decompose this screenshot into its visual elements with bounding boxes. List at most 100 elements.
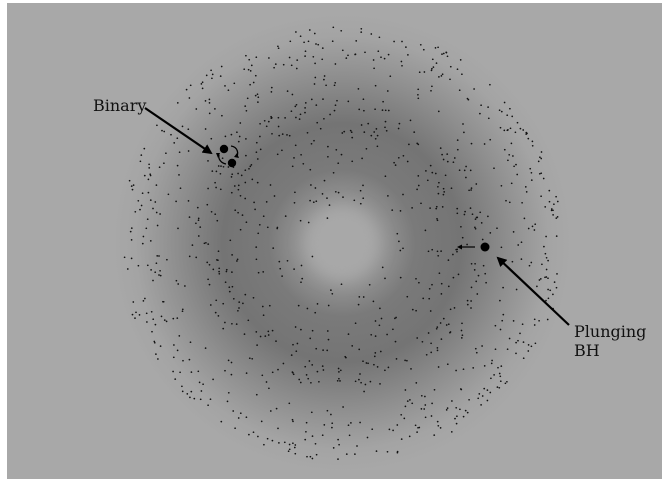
star-particle	[159, 345, 162, 347]
star-particle	[384, 369, 386, 372]
star-particle	[286, 134, 288, 136]
star-particle	[433, 434, 436, 436]
star-particle	[334, 104, 337, 107]
star-particle	[402, 193, 404, 196]
star-particle	[446, 55, 449, 58]
star-particle	[351, 160, 354, 163]
star-particle	[520, 241, 523, 244]
star-particle	[276, 153, 279, 156]
star-particle	[257, 96, 260, 99]
star-particle	[377, 50, 380, 53]
star-particle	[294, 326, 297, 328]
star-particle	[311, 255, 314, 258]
star-particle	[395, 316, 397, 319]
star-particle	[225, 270, 228, 273]
star-particle	[298, 118, 301, 120]
star-particle	[484, 272, 487, 275]
star-particle	[176, 137, 179, 140]
star-particle	[268, 57, 270, 59]
star-particle	[303, 41, 305, 44]
star-particle	[209, 304, 212, 306]
star-particle	[475, 183, 478, 185]
star-particle	[219, 75, 222, 77]
star-particle	[455, 406, 458, 409]
star-particle	[248, 167, 250, 170]
star-particle	[255, 246, 258, 248]
star-particle	[455, 248, 458, 251]
star-particle	[489, 391, 492, 394]
star-particle	[299, 381, 302, 384]
star-particle	[142, 235, 145, 238]
star-particle	[227, 89, 230, 92]
star-particle	[173, 344, 175, 346]
star-particle	[334, 63, 337, 65]
star-particle	[444, 174, 447, 177]
star-particle	[403, 417, 406, 420]
star-particle	[310, 381, 312, 384]
star-particle	[458, 169, 461, 172]
star-particle	[306, 131, 309, 134]
star-particle	[455, 369, 457, 372]
star-particle	[234, 209, 237, 212]
star-particle	[299, 35, 302, 38]
star-particle	[341, 49, 344, 52]
star-particle	[315, 200, 318, 203]
star-particle	[379, 383, 381, 385]
star-particle	[461, 73, 463, 76]
star-particle	[360, 124, 363, 126]
star-particle	[527, 227, 530, 230]
star-particle	[437, 110, 440, 113]
star-particle	[281, 133, 284, 135]
star-particle	[256, 158, 259, 160]
star-particle	[154, 201, 157, 203]
star-particle	[442, 193, 445, 196]
star-particle	[323, 179, 326, 182]
star-particle	[237, 309, 239, 312]
star-particle	[228, 290, 231, 293]
star-particle	[476, 216, 479, 219]
star-particle	[429, 207, 431, 209]
star-particle	[461, 334, 464, 337]
star-particle	[540, 151, 543, 153]
star-particle	[218, 270, 220, 273]
star-particle	[273, 66, 275, 69]
star-particle	[321, 434, 324, 437]
star-particle	[490, 362, 493, 365]
star-particle	[236, 131, 238, 134]
star-particle	[220, 65, 223, 68]
star-particle	[138, 314, 141, 316]
star-particle	[265, 381, 268, 383]
star-particle	[216, 219, 219, 222]
star-particle	[239, 194, 242, 197]
star-particle	[252, 296, 255, 299]
star-particle	[348, 434, 351, 437]
star-particle	[527, 350, 530, 352]
star-particle	[406, 400, 409, 402]
star-particle	[374, 335, 377, 337]
star-particle	[216, 259, 218, 261]
star-particle	[220, 165, 222, 167]
star-particle	[155, 184, 158, 186]
star-particle	[322, 98, 324, 100]
star-particle	[185, 88, 188, 91]
star-particle	[247, 68, 250, 71]
star-particle	[386, 90, 389, 92]
star-particle	[334, 81, 337, 84]
star-particle	[424, 416, 427, 419]
star-particle	[513, 165, 515, 168]
star-particle	[417, 97, 420, 100]
star-particle	[206, 203, 209, 206]
star-particle	[445, 324, 448, 326]
star-particle	[298, 378, 301, 381]
star-particle	[359, 202, 362, 205]
star-particle	[295, 116, 297, 119]
star-particle	[217, 165, 220, 167]
star-particle	[126, 268, 129, 270]
star-particle	[181, 390, 184, 393]
star-particle	[477, 274, 480, 277]
star-particle	[475, 351, 478, 354]
star-particle	[449, 78, 451, 81]
star-particle	[529, 167, 532, 170]
star-particle	[226, 400, 229, 403]
star-particle	[159, 274, 162, 277]
